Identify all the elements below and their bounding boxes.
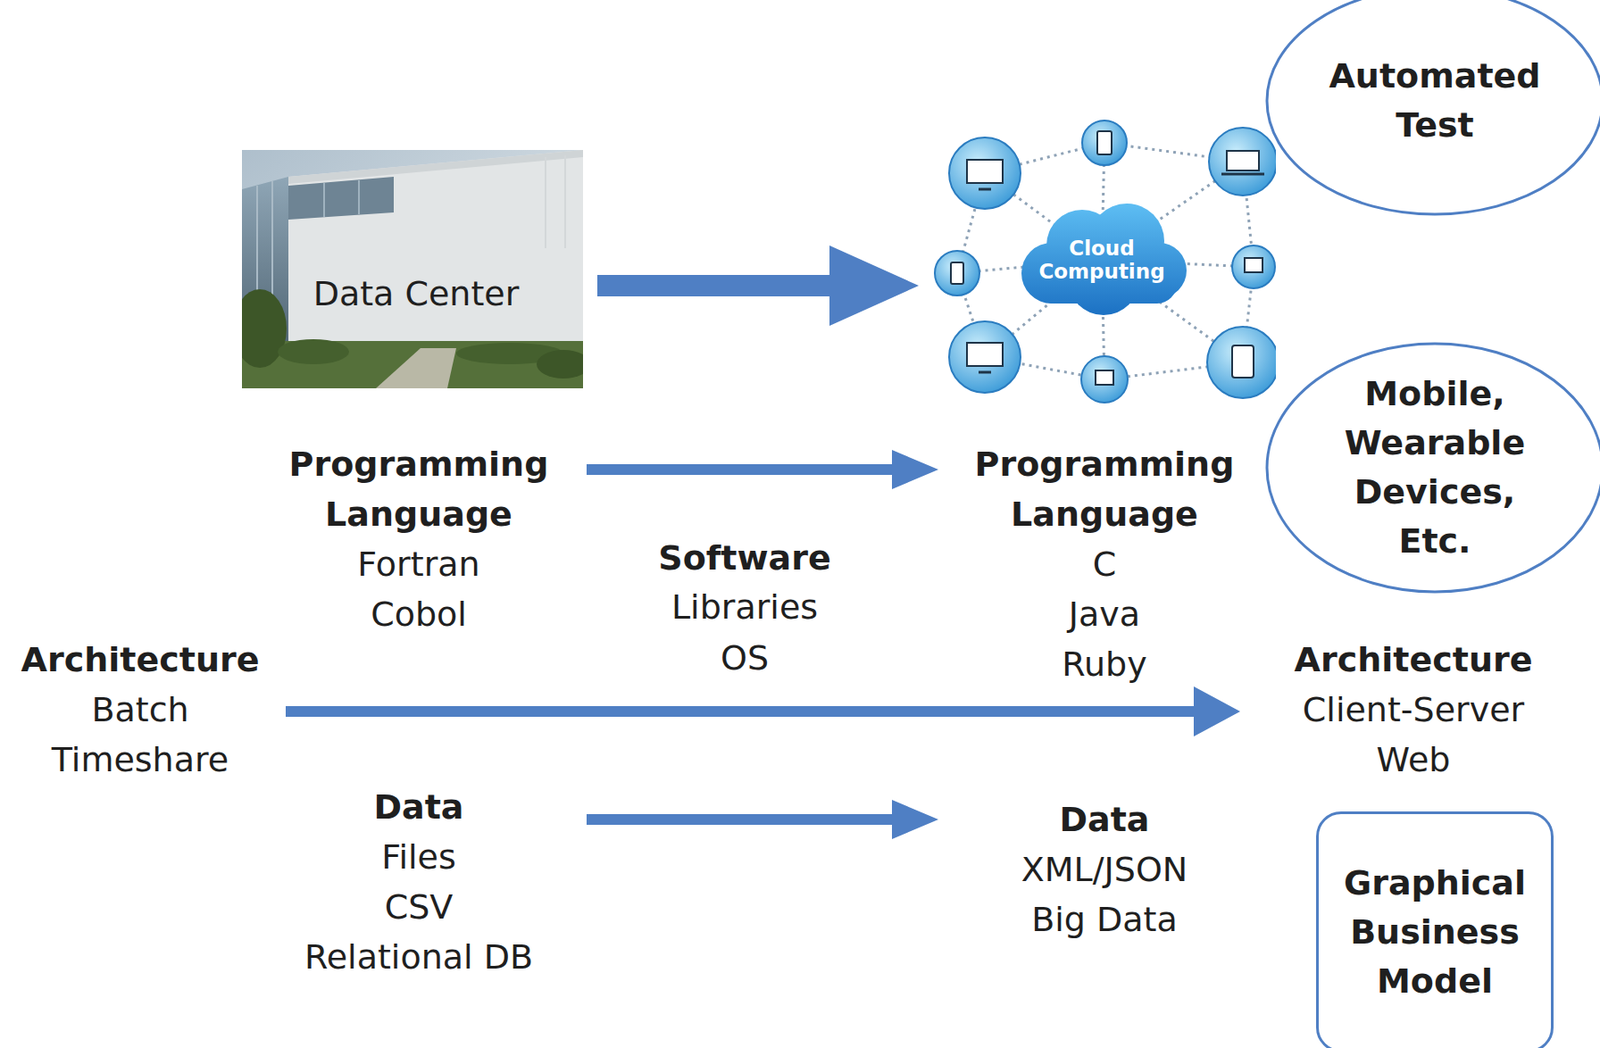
arrow-head bbox=[1193, 686, 1241, 737]
node-text: C bbox=[961, 539, 1248, 590]
text-holder: Programming LanguageCJavaRuby bbox=[961, 439, 1248, 690]
node-heading: Programming Language bbox=[275, 439, 562, 540]
ellipse-callout: Mobile, Wearable Devices, Etc. bbox=[1265, 341, 1600, 594]
text-holder: Programming LanguageFortranCobol bbox=[275, 439, 562, 640]
node-heading: Programming Language bbox=[961, 439, 1248, 540]
flow-arrow bbox=[597, 245, 919, 326]
text-holder: Graphical Business Model bbox=[1327, 858, 1542, 1007]
text-holder: DataFilesCSVRelational DB bbox=[280, 782, 558, 983]
data-center-photo bbox=[241, 150, 584, 389]
arrow-head bbox=[891, 800, 939, 840]
node-heading: Architecture bbox=[1279, 634, 1548, 685]
arrow-head bbox=[891, 450, 939, 490]
cloud-node: Cloud Computing bbox=[933, 9, 1276, 414]
node-text: Fortran bbox=[275, 539, 562, 590]
text-group: Programming LanguageCJavaRuby bbox=[961, 439, 1248, 690]
text-holder: ArchitectureClient-ServerWeb bbox=[1279, 634, 1548, 785]
text-holder: DataXML/JSONBig Data bbox=[988, 794, 1221, 945]
flow-arrow bbox=[285, 686, 1241, 737]
node-text: XML/JSON bbox=[988, 844, 1221, 895]
photo-node: Data Center bbox=[241, 150, 584, 389]
arrow-shaft bbox=[597, 275, 831, 297]
node-text: Ruby bbox=[961, 639, 1248, 690]
text-holder: ArchitectureBatchTimeshare bbox=[6, 634, 275, 785]
section-heading: Software bbox=[658, 533, 831, 584]
flow-arrow bbox=[586, 800, 939, 840]
ellipse-shape bbox=[1266, 0, 1600, 215]
ellipse-shape bbox=[1266, 343, 1600, 592]
section-item: Libraries bbox=[671, 582, 818, 633]
cloud-illustration bbox=[933, 9, 1276, 414]
node-heading: Architecture bbox=[6, 634, 275, 685]
node-text: Java bbox=[961, 589, 1248, 640]
flow-arrow bbox=[586, 450, 939, 490]
arrow-head bbox=[829, 245, 919, 326]
text-group: ArchitectureClient-ServerWeb bbox=[1279, 634, 1548, 785]
text-holder: Automated Test bbox=[1318, 51, 1551, 150]
node-text: CSV bbox=[280, 882, 558, 933]
node-text: Web bbox=[1279, 734, 1548, 785]
text-holder: Cloud Computing bbox=[1030, 236, 1174, 284]
text-group: DataXML/JSONBig Data bbox=[988, 794, 1221, 945]
text-holder: Data Center bbox=[255, 271, 577, 317]
text-holder: Mobile, Wearable Devices, Etc. bbox=[1336, 369, 1534, 567]
node-heading: Data bbox=[988, 794, 1221, 845]
node-text: Files bbox=[280, 832, 558, 883]
node-text: Mobile, Wearable Devices, Etc. bbox=[1336, 369, 1534, 567]
text-group: DataFilesCSVRelational DB bbox=[280, 782, 558, 983]
node-text: Cloud Computing bbox=[1030, 236, 1174, 284]
node-text: Relational DB bbox=[280, 932, 558, 983]
node-text: Automated Test bbox=[1318, 51, 1551, 150]
arrow-shaft bbox=[586, 814, 893, 825]
text-group: ArchitectureBatchTimeshare bbox=[6, 634, 275, 785]
arrow-shaft bbox=[586, 464, 893, 475]
node-heading: Data bbox=[280, 782, 558, 833]
node-text: Big Data bbox=[988, 894, 1221, 945]
rounded-box: Graphical Business Model bbox=[1316, 811, 1554, 1048]
node-text: Batch bbox=[6, 684, 275, 735]
arrow-shaft bbox=[285, 706, 1195, 717]
node-text: Timeshare bbox=[6, 734, 275, 785]
section-item: OS bbox=[720, 633, 769, 684]
node-text: Client-Server bbox=[1279, 684, 1548, 735]
node-text: Data Center bbox=[255, 271, 577, 317]
node-text: Graphical Business Model bbox=[1327, 858, 1542, 1007]
ellipse-callout: Automated Test bbox=[1265, 0, 1600, 217]
text-group: Programming LanguageFortranCobol bbox=[275, 439, 562, 640]
node-text: Cobol bbox=[275, 589, 562, 640]
